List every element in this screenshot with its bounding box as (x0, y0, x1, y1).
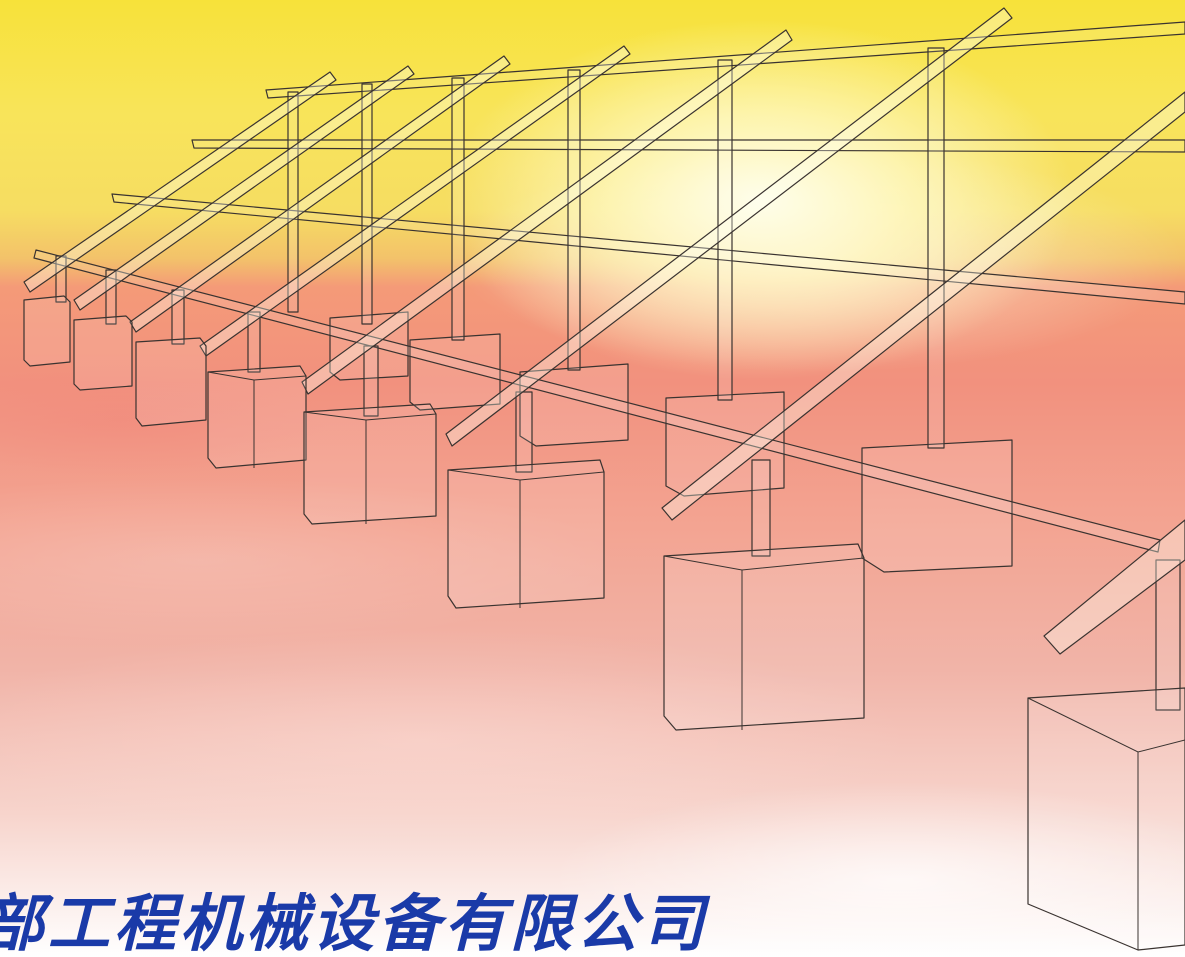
company-name: 部工程机械设备有限公司 (0, 887, 709, 957)
vertical-posts (55, 47, 1181, 711)
ballast-blocks-front-row (23, 295, 1185, 951)
diagonal-rafters (23, 7, 1185, 655)
